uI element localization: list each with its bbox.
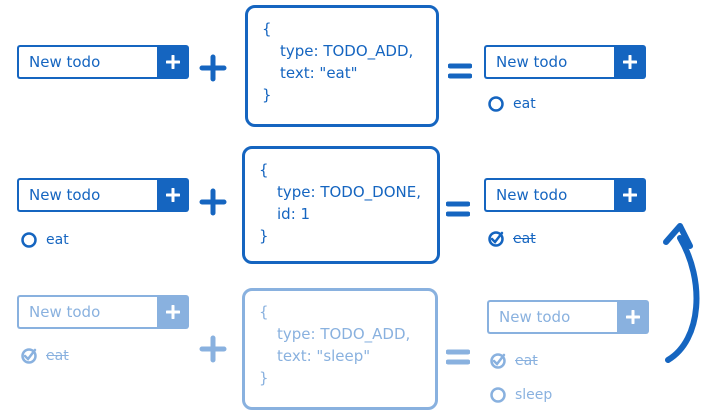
todo-text: eat xyxy=(513,96,536,112)
todo-item[interactable]: eat xyxy=(487,228,536,250)
plus-icon xyxy=(166,55,180,69)
new-todo-field[interactable]: New todo xyxy=(484,178,614,212)
action-type: type: TODO_DONE, xyxy=(277,183,421,201)
todo-input-after: New todo xyxy=(484,45,646,79)
curved-arrow-icon xyxy=(663,223,700,363)
new-todo-field[interactable]: New todo xyxy=(17,178,157,212)
plus-icon xyxy=(166,188,180,202)
plus-icon xyxy=(626,310,640,324)
todo-text: eat xyxy=(515,353,538,369)
circle-unchecked-icon xyxy=(21,232,37,248)
action-payload: text: "eat" xyxy=(280,64,358,82)
action-type: type: TODO_ADD, xyxy=(277,325,411,343)
plus-icon xyxy=(166,305,180,319)
todo-item[interactable]: eat xyxy=(487,93,536,115)
action-type: type: TODO_ADD, xyxy=(280,42,414,60)
add-button[interactable] xyxy=(614,178,646,212)
todo-text: sleep xyxy=(515,387,553,403)
new-todo-field[interactable]: New todo xyxy=(487,300,617,334)
new-todo-field[interactable]: New todo xyxy=(17,45,157,79)
add-button[interactable] xyxy=(157,295,189,329)
plus-operator-icon xyxy=(199,54,227,82)
equals-operator-icon xyxy=(446,349,470,365)
todo-text: eat xyxy=(513,231,536,247)
todo-input-after: New todo xyxy=(487,300,649,334)
todo-text: eat xyxy=(46,348,69,364)
todo-input-before: New todo xyxy=(17,45,189,79)
todo-input-before: New todo xyxy=(17,178,189,212)
circle-unchecked-icon xyxy=(490,387,506,403)
todo-text: eat xyxy=(46,232,69,248)
plus-icon xyxy=(623,188,637,202)
new-todo-field[interactable]: New todo xyxy=(17,295,157,329)
circle-checked-icon xyxy=(21,348,37,364)
circle-checked-icon xyxy=(490,353,506,369)
action-open-brace: { xyxy=(259,303,269,321)
todo-item[interactable]: eat xyxy=(20,345,69,367)
circle-checked-icon xyxy=(488,231,504,247)
add-button[interactable] xyxy=(157,45,189,79)
add-button[interactable] xyxy=(157,178,189,212)
equals-operator-icon xyxy=(448,63,472,79)
add-button[interactable] xyxy=(614,45,646,79)
action-payload: id: 1 xyxy=(277,205,311,223)
add-button[interactable] xyxy=(617,300,649,334)
todo-input-before: New todo xyxy=(17,295,189,329)
action-close-brace: } xyxy=(262,86,272,104)
todo-item[interactable]: sleep xyxy=(489,384,552,406)
action-close-brace: } xyxy=(259,369,269,387)
todo-item[interactable]: eat xyxy=(489,350,538,372)
action-open-brace: { xyxy=(259,161,269,179)
action-open-brace: { xyxy=(262,20,272,38)
plus-icon xyxy=(623,55,637,69)
plus-operator-icon xyxy=(199,335,227,363)
todo-input-after: New todo xyxy=(484,178,646,212)
row-1: New todo { type: TODO_ADD, text: "eat" }… xyxy=(0,0,717,140)
todo-item[interactable]: eat xyxy=(20,229,69,251)
row-2: New todo eat { type: TODO_DONE, id: 1 } … xyxy=(0,140,717,280)
action-close-brace: } xyxy=(259,227,269,245)
action-payload: text: "sleep" xyxy=(277,347,371,365)
new-todo-field[interactable]: New todo xyxy=(484,45,614,79)
action-box: { type: TODO_ADD, text: "eat" } xyxy=(245,5,439,127)
action-box: { type: TODO_DONE, id: 1 } xyxy=(242,146,440,264)
action-box: { type: TODO_ADD, text: "sleep" } xyxy=(242,288,438,410)
row-3: New todo eat { type: TODO_ADD, text: "sl… xyxy=(0,280,717,418)
equals-operator-icon xyxy=(446,201,470,217)
circle-unchecked-icon xyxy=(488,96,504,112)
plus-operator-icon xyxy=(199,188,227,216)
